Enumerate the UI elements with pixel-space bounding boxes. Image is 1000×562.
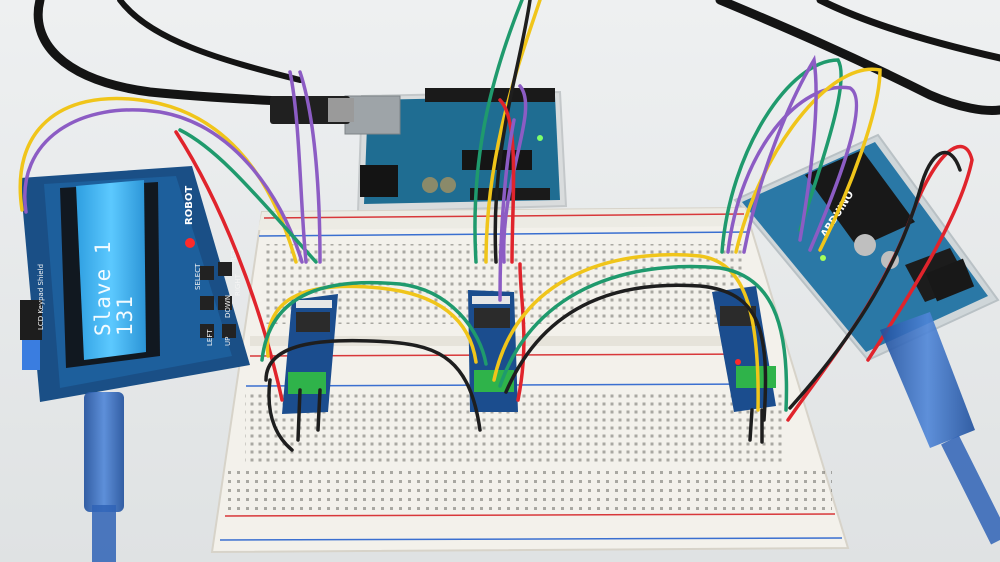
lcd-keypad-shield: Slave 1 131 LCD Keypad Shield ROBOT SELE… [20,166,250,402]
usb-cable-right [880,312,1000,545]
shield-label: LCD Keypad Shield [37,264,45,330]
potentiometer [22,340,40,370]
lcd-screen [76,180,146,360]
jumper-wires [18,0,974,452]
button-select-label: SELECT [194,263,202,290]
lcd-line-1: Slave 1 [91,240,115,336]
button-right-label: RIGHT [234,273,242,296]
keypad-buttons [200,262,236,338]
shield-brand: ROBOT [184,186,195,225]
red-led [185,238,195,248]
button-left-label: LEFT [206,329,214,346]
rs485-module-left [282,294,338,414]
arduino-uno-right: ARDUINO [733,133,1000,362]
lcd-line-2: 131 [113,295,137,336]
button-rst-label: RST [230,248,238,262]
button-up-label: UP [224,337,232,346]
arduino-uno-top [344,88,568,214]
usb-cable-left [84,392,124,562]
rs485-module-right [712,286,776,412]
button-down-label: DOWN [224,295,232,318]
